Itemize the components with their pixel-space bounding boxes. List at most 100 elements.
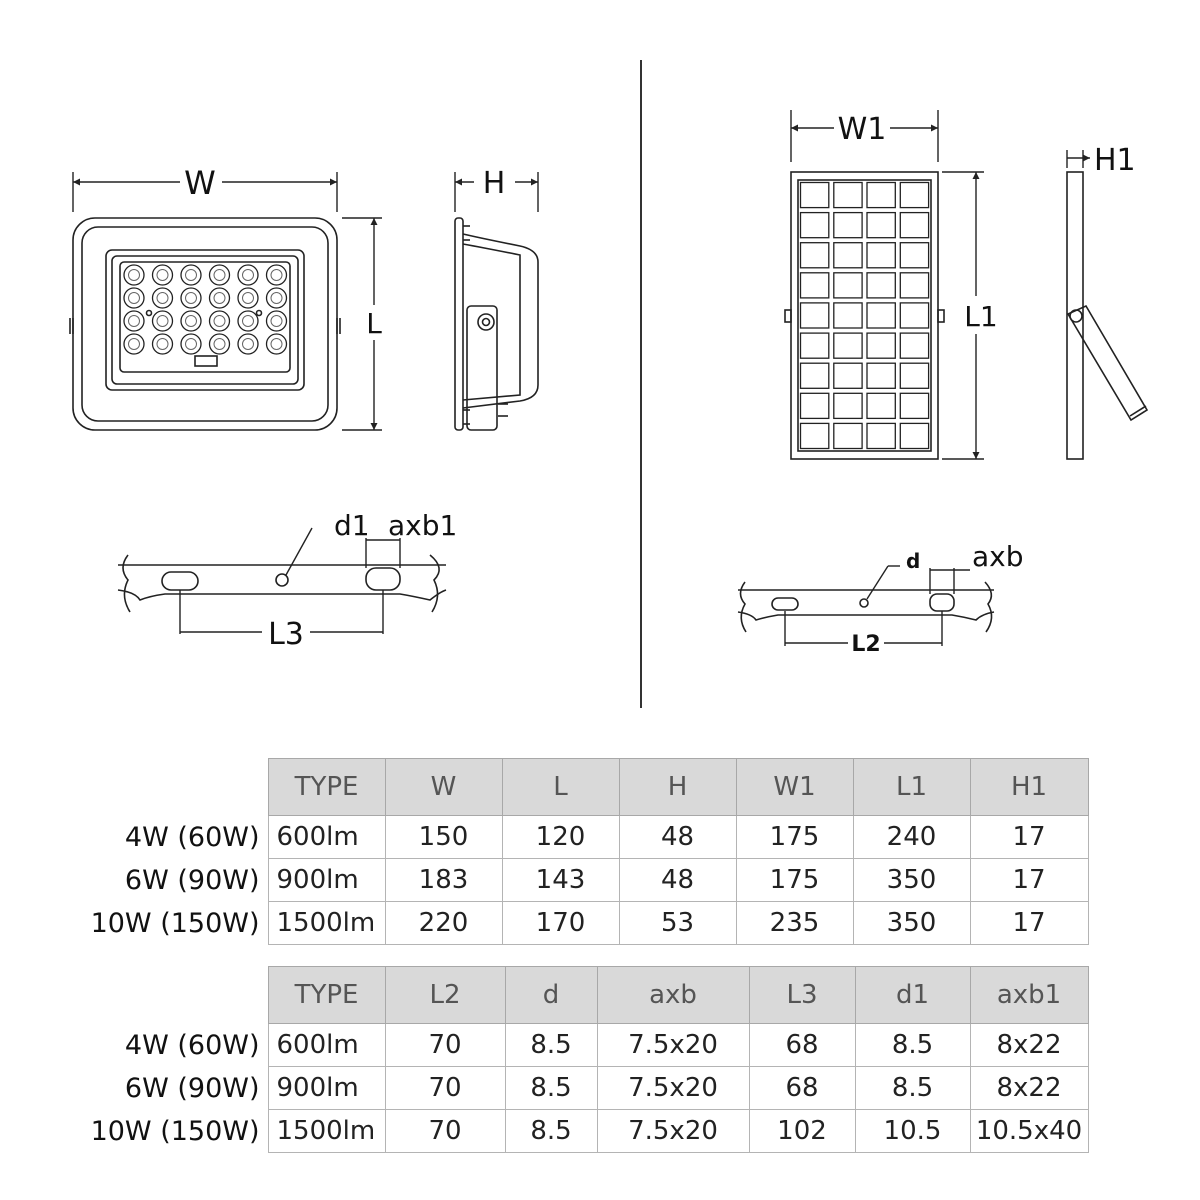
row-model-label: 10W (150W) xyxy=(0,901,268,945)
led-chip xyxy=(128,315,140,327)
solar-cell xyxy=(866,362,896,389)
led-chip xyxy=(213,269,226,281)
led-chip xyxy=(156,338,169,350)
table-cell: 235 xyxy=(735,901,854,945)
row-model-label: 6W (90W) xyxy=(0,1066,268,1110)
solar-cell xyxy=(833,392,863,420)
table-cell: 70 xyxy=(384,1066,506,1110)
solar-cell xyxy=(833,211,863,239)
led-lens xyxy=(180,264,202,286)
led-lens xyxy=(151,287,174,309)
solar-cell xyxy=(899,242,930,269)
table-cell: 175 xyxy=(735,815,854,859)
table-cell: 150 xyxy=(384,815,503,859)
table-cell: 7.5x20 xyxy=(596,1109,750,1153)
led-chip xyxy=(128,338,140,350)
header-cell: W1 xyxy=(735,758,854,816)
table-cell: 175 xyxy=(735,858,854,902)
solar-cell xyxy=(899,332,930,359)
solar-cell xyxy=(899,392,930,420)
row-model-label: 10W (150W) xyxy=(0,1109,268,1153)
solar-cell xyxy=(833,332,863,359)
solar-cell xyxy=(799,392,830,420)
dim-h1 xyxy=(1066,150,1090,168)
header-cell: axb1 xyxy=(969,966,1089,1024)
led-chip xyxy=(185,338,197,350)
table-cell: 8x22 xyxy=(969,1023,1089,1067)
table-cell: 8.5 xyxy=(504,1066,598,1110)
solar-panel-side-view xyxy=(1066,171,1149,460)
solar-cell xyxy=(833,362,863,389)
table-header-row: TYPE W L H W1 L1 H1 xyxy=(0,758,1089,816)
label-d: d xyxy=(906,549,920,573)
led-lens xyxy=(265,264,288,286)
led-chip xyxy=(270,292,283,304)
solar-cell xyxy=(799,211,830,239)
table-cell: 240 xyxy=(852,815,971,859)
led-lens xyxy=(180,333,202,355)
solar-cell xyxy=(833,242,863,269)
table-cell: 1500lm xyxy=(267,901,386,945)
led-chip xyxy=(213,315,226,327)
dimension-drawing: W L H xyxy=(69,60,1149,708)
table-cell: 70 xyxy=(384,1109,506,1153)
solar-cell xyxy=(799,362,830,389)
table-cell: 120 xyxy=(501,815,620,859)
dim-l xyxy=(342,217,382,431)
led-lens xyxy=(123,333,145,355)
solar-cell xyxy=(866,211,896,239)
spec-table-mounting: TYPE L2 d axb L3 d1 axb1 4W (60W) 600lm … xyxy=(0,966,1089,1153)
label-h1: H1 xyxy=(1094,143,1136,178)
table-cell: 183 xyxy=(384,858,503,902)
table-cell: 48 xyxy=(618,858,737,902)
floodlight-bracket-detail xyxy=(117,554,447,613)
solar-cell xyxy=(799,332,830,359)
solar-cell xyxy=(799,272,830,299)
led-chip xyxy=(156,269,169,281)
table-cell: 900lm xyxy=(267,1066,386,1110)
table-cell: 102 xyxy=(748,1109,856,1153)
led-chip xyxy=(242,292,254,304)
led-lens xyxy=(208,264,231,286)
table-cell: 1500lm xyxy=(267,1109,386,1153)
solar-cell xyxy=(866,181,896,209)
header-corner xyxy=(0,967,268,1024)
header-corner xyxy=(0,759,268,816)
dim-w1 xyxy=(790,110,939,162)
led-lens xyxy=(237,264,259,286)
table-cell: 350 xyxy=(852,858,971,902)
floodlight-side-view xyxy=(454,217,539,431)
led-lens xyxy=(123,287,145,309)
dim-h xyxy=(454,172,539,212)
solar-cell xyxy=(899,302,930,329)
dim-l2 xyxy=(784,565,970,646)
solar-cell-grid xyxy=(799,181,930,450)
led-lens xyxy=(180,310,202,332)
solar-cell xyxy=(899,422,930,450)
table-cell: 8x22 xyxy=(969,1066,1089,1110)
led-lens xyxy=(151,264,174,286)
led-lens xyxy=(265,287,288,309)
label-l3: L3 xyxy=(268,617,304,652)
led-lens xyxy=(265,333,288,355)
row-model-label: 4W (60W) xyxy=(0,1023,268,1067)
led-lens xyxy=(151,333,174,355)
row-model-label: 6W (90W) xyxy=(0,858,268,902)
header-cell: L2 xyxy=(384,966,506,1024)
label-l2: L2 xyxy=(851,632,880,657)
header-cell: L1 xyxy=(852,758,971,816)
solar-cell xyxy=(899,211,930,239)
solar-cell xyxy=(899,272,930,299)
solar-bracket-detail xyxy=(737,581,995,633)
solar-cell xyxy=(833,302,863,329)
label-w1: W1 xyxy=(838,112,887,147)
solar-cell xyxy=(866,392,896,420)
led-chip xyxy=(213,292,226,304)
solar-cell xyxy=(833,422,863,450)
table-header-row: TYPE L2 d axb L3 d1 axb1 xyxy=(0,966,1089,1024)
label-axb1: axb1 xyxy=(388,509,457,542)
solar-cell xyxy=(799,422,830,450)
solar-cell xyxy=(799,242,830,269)
led-chip xyxy=(128,292,140,304)
table-cell: 8.5 xyxy=(854,1023,971,1067)
